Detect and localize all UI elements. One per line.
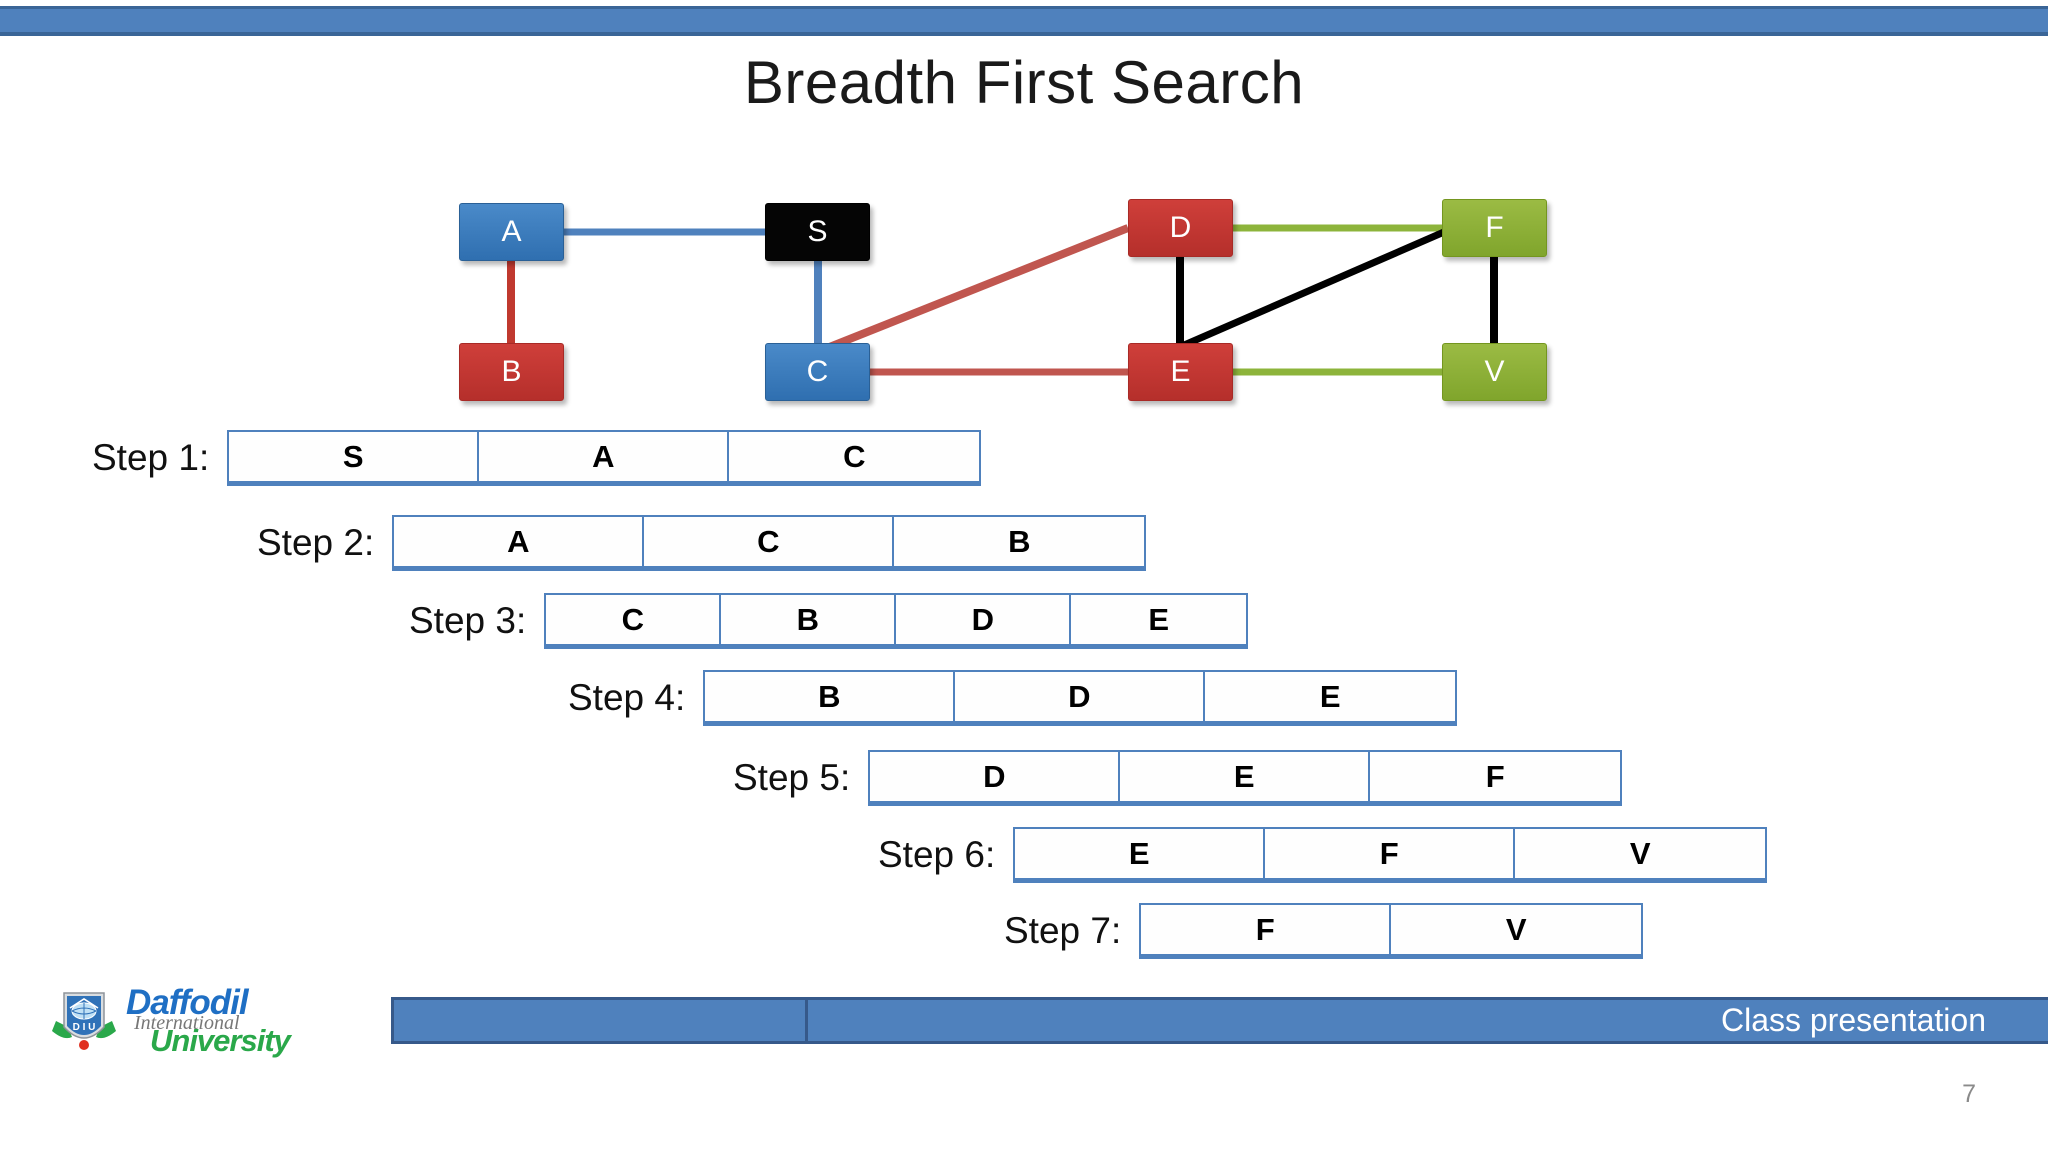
step-label: Step 7: <box>1004 910 1122 951</box>
page-number: 7 <box>1962 1080 1976 1108</box>
queue-cell: C <box>843 438 866 474</box>
step-label: Step 4: <box>568 677 686 718</box>
graph-node-v-label: V <box>1484 355 1505 388</box>
graph-node-a-label: A <box>501 215 522 248</box>
queue-cell: D <box>955 672 1206 721</box>
graph-node-f[interactable]: F <box>1442 199 1547 257</box>
graph-node-b-label: B <box>501 355 522 388</box>
graph-node-v[interactable]: V <box>1442 343 1547 401</box>
university-logo: D I U Daffodil International University <box>48 983 321 1063</box>
diu-crest-icon: D I U <box>52 992 116 1050</box>
graph-node-c[interactable]: C <box>765 343 870 401</box>
queue-cell: E <box>1015 829 1266 878</box>
queue-cell: F <box>1141 905 1392 954</box>
queue-cell: A <box>394 517 645 566</box>
page-title: Breadth First Search <box>743 49 1305 116</box>
footer-bar-right: Class presentation <box>808 997 2048 1044</box>
queue-cell: B <box>1008 523 1031 559</box>
queue-cell: V <box>1629 835 1651 871</box>
graph-node-a[interactable]: A <box>459 203 564 261</box>
queue-cell: E <box>1148 601 1170 637</box>
graph-edges-layer <box>507 224 1498 376</box>
step-label: Step 1: <box>92 437 210 478</box>
queue-cell: F <box>1265 829 1516 878</box>
step-label: Step 6: <box>878 834 996 875</box>
svg-text:D I U: D I U <box>73 1022 96 1033</box>
graph-node-b[interactable]: B <box>459 343 564 401</box>
queue-cell: V <box>1505 911 1527 947</box>
logo-line-daffodil: Daffodil <box>126 983 249 1022</box>
graph-node-e-label: E <box>1170 355 1191 388</box>
step-label: Step 3: <box>409 600 527 641</box>
queue-cell: F <box>1485 758 1505 794</box>
logo-line-international: International <box>134 1012 240 1034</box>
queue-cell: C <box>546 595 722 644</box>
graph-node-d-label: D <box>1169 211 1192 244</box>
queue-cell: S <box>229 432 480 481</box>
queue-cell: A <box>479 432 730 481</box>
footer-label: Class presentation <box>1720 1002 1986 1038</box>
queue-cell: C <box>644 517 895 566</box>
logo-line-university: University <box>150 1023 291 1058</box>
graph-node-s[interactable]: S <box>765 203 870 261</box>
graph-node-c-label: C <box>806 355 829 388</box>
graph-node-s-label: S <box>807 215 828 248</box>
queue-cell: B <box>721 595 897 644</box>
step-label: Step 5: <box>733 757 851 798</box>
graph-node-d[interactable]: D <box>1128 199 1233 257</box>
edge-e-f <box>1180 228 1446 350</box>
queue-cell: E <box>1319 678 1341 714</box>
queue-cell: D <box>870 752 1121 801</box>
graph-node-f-label: F <box>1485 211 1504 244</box>
queue-cell: E <box>1120 752 1371 801</box>
queue-cell: D <box>896 595 1072 644</box>
logo-wordmark: Daffodil International University <box>126 983 321 1061</box>
top-accent-bar <box>0 6 2048 36</box>
queue-cell: B <box>705 672 956 721</box>
bfs-graph-diagram: A S D F B C E V <box>0 180 2048 440</box>
footer-bar-left <box>391 997 808 1044</box>
edge-c-d <box>820 224 1130 354</box>
graph-node-e[interactable]: E <box>1128 343 1233 401</box>
step-label: Step 2: <box>257 522 375 563</box>
